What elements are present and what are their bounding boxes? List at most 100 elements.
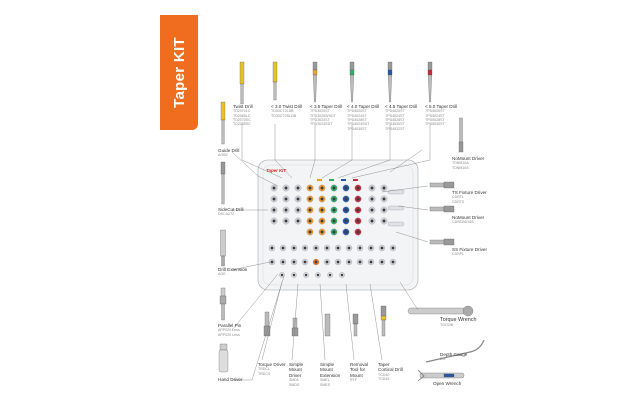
leader-lines: [231, 124, 431, 381]
tray-socket-colored-bore: [320, 197, 324, 201]
tray-title: Taper KIT: [266, 168, 287, 173]
right-tools: [407, 117, 485, 382]
label-depth-gauge: Depth Gauge DG: [440, 352, 468, 362]
tray-socket-colored-bore: [344, 230, 348, 234]
simple-mount-extension-icon: [324, 313, 331, 337]
tray-socket-colored-bore: [356, 186, 360, 190]
tray-socket-colored-bore: [344, 219, 348, 223]
tray-socket-small-bore: [328, 273, 332, 277]
top-drills: [239, 61, 433, 105]
tray-socket-bottom-bore: [358, 246, 362, 250]
label-parallel-pin: Parallel Pin APP020 Less APP025 Less: [218, 323, 242, 337]
tray-socket-bottom-bore: [325, 246, 329, 250]
twist-drill-icon: [239, 61, 245, 105]
parallel-pin-icon: [219, 287, 227, 321]
depth-gauge-icon: [425, 339, 485, 363]
tray-socket-gray-bore: [296, 186, 300, 190]
label-simple-mount-extension: Simple Mount Extension SMEL SMES: [320, 362, 341, 387]
sidecut-drill-icon: [220, 161, 226, 205]
tray-socket-bottom-bore: [391, 260, 395, 264]
label-nomount-driver: NoMount Driver TDNM16A TDNM16S: [452, 156, 485, 170]
tray-socket-gray-bore: [284, 197, 288, 201]
tray-socket-colored-bore: [356, 219, 360, 223]
tray-driver-slot: [387, 221, 405, 227]
tray-socket-gray-bore: [382, 219, 386, 223]
tray-socket-gray-bore: [382, 197, 386, 201]
tray-socket-bottom-bore: [380, 260, 384, 264]
tray-socket-colored-bore: [308, 219, 312, 223]
tray-socket-colored-bore: [308, 230, 312, 234]
tray-socket-colored-bore: [308, 186, 312, 190]
tray-socket-bottom-bore: [325, 260, 329, 264]
tray-socket-gray-bore: [370, 197, 374, 201]
tray-socket-colored-bore: [344, 197, 348, 201]
removal-tool-icon: [352, 313, 359, 337]
tray-chip-red: [353, 179, 358, 181]
label-torque-wrench: Torque Wrench TGOOB: [440, 317, 477, 328]
tray-socket-gray-bore: [272, 197, 276, 201]
drill-extension-icon: [220, 229, 226, 267]
label-ts-fixture-driver: TS Fixture Driver CDRTL CDRTS: [452, 190, 487, 204]
tray-socket-bottom-bore: [281, 260, 285, 264]
open-wrench-icon: [417, 369, 465, 382]
tray-socket-gray-bore: [296, 197, 300, 201]
label-hand-driver: Hand Driver: [218, 377, 243, 382]
tray-socket-colored-bore: [344, 208, 348, 212]
tray-socket-gray-bore: [370, 208, 374, 212]
tray-socket-colored-bore: [308, 208, 312, 212]
tray-socket-colored-bore: [332, 219, 336, 223]
tray-socket-small-bore: [292, 273, 296, 277]
label-taper-drill-35: < 3.5 Taper Drill TPD3020ST TPD3020WSDT …: [310, 104, 343, 127]
tray-socket-small-bore: [280, 273, 284, 277]
tray-socket-bottom-bore: [391, 246, 395, 250]
ss-fixture-driver-icon: [429, 238, 455, 246]
tray-socket-gray-bore: [272, 219, 276, 223]
taper-drill-50-icon: [427, 61, 433, 103]
label-taper-drill-50: < 5.0 Taper Drill TPD5020ST TPD5024ST TP…: [425, 104, 458, 127]
nomount-driver-icon: [458, 117, 464, 153]
tray-socket-bottom-bore: [314, 246, 318, 250]
tray-socket-small-bore: [340, 273, 344, 277]
tray-chip-orange: [317, 179, 322, 181]
taper-drill-35-icon: [312, 61, 318, 103]
tray-socket-bottom-bore: [336, 246, 340, 250]
tray-chip-green: [329, 179, 334, 181]
tray-socket-gray-bore: [296, 208, 300, 212]
nomount-driver-2-icon: [429, 205, 455, 213]
tray-socket-bottom-bore: [347, 246, 351, 250]
kit-tray: [257, 159, 419, 291]
label-ss-fixture-driver: SS Fixture Driver CDRFL: [452, 247, 487, 257]
tray-socket-bottom-bore: [281, 246, 285, 250]
tray-socket-bottom-bore: [336, 260, 340, 264]
tray-socket-gray-bore: [284, 219, 288, 223]
left-tools: [218, 101, 229, 373]
tray-socket-bottom-bore: [292, 246, 296, 250]
tray-socket-colored-bore: [344, 186, 348, 190]
tray-socket-gray-bore: [370, 219, 374, 223]
label-nomount-driver-2: NoMount Driver CDNCBD16S: [452, 215, 485, 225]
kit-tab: [160, 15, 198, 130]
tray-socket-colored-bore: [320, 230, 324, 234]
tray-socket-colored-bore: [356, 197, 360, 201]
tray-socket-colored-bore: [356, 230, 360, 234]
label-open-wrench: Open Wrench: [433, 381, 462, 386]
taper-drill-45-icon: [387, 61, 393, 103]
label-sidecut-drill: SideCut Drill DSCA2T2: [218, 207, 244, 217]
tray-socket-colored-bore: [308, 197, 312, 201]
torque-wrench-icon: [407, 305, 474, 317]
tray-socket-colored-bore: [320, 208, 324, 212]
bottom-tools: [263, 305, 387, 337]
tray-socket-bottom-bore: [292, 260, 296, 264]
tray-socket-gray-bore: [272, 186, 276, 190]
label-removal-tool: Removal Tool for Mount RTF: [350, 362, 369, 383]
tray-chip-blue: [341, 179, 346, 181]
tray-socket-bottom-bore: [303, 260, 307, 264]
label-taper-drill-40: < 4.0 Taper Drill TPD4020ST TPD4024ST TP…: [347, 104, 380, 131]
guide-drill-icon: [220, 101, 226, 145]
tray-socket-bottom-bore: [270, 246, 274, 250]
tray-socket-colored-bore: [356, 208, 360, 212]
tray-socket-bottom-bore: [369, 260, 373, 264]
tray-socket-colored-bore: [320, 186, 324, 190]
